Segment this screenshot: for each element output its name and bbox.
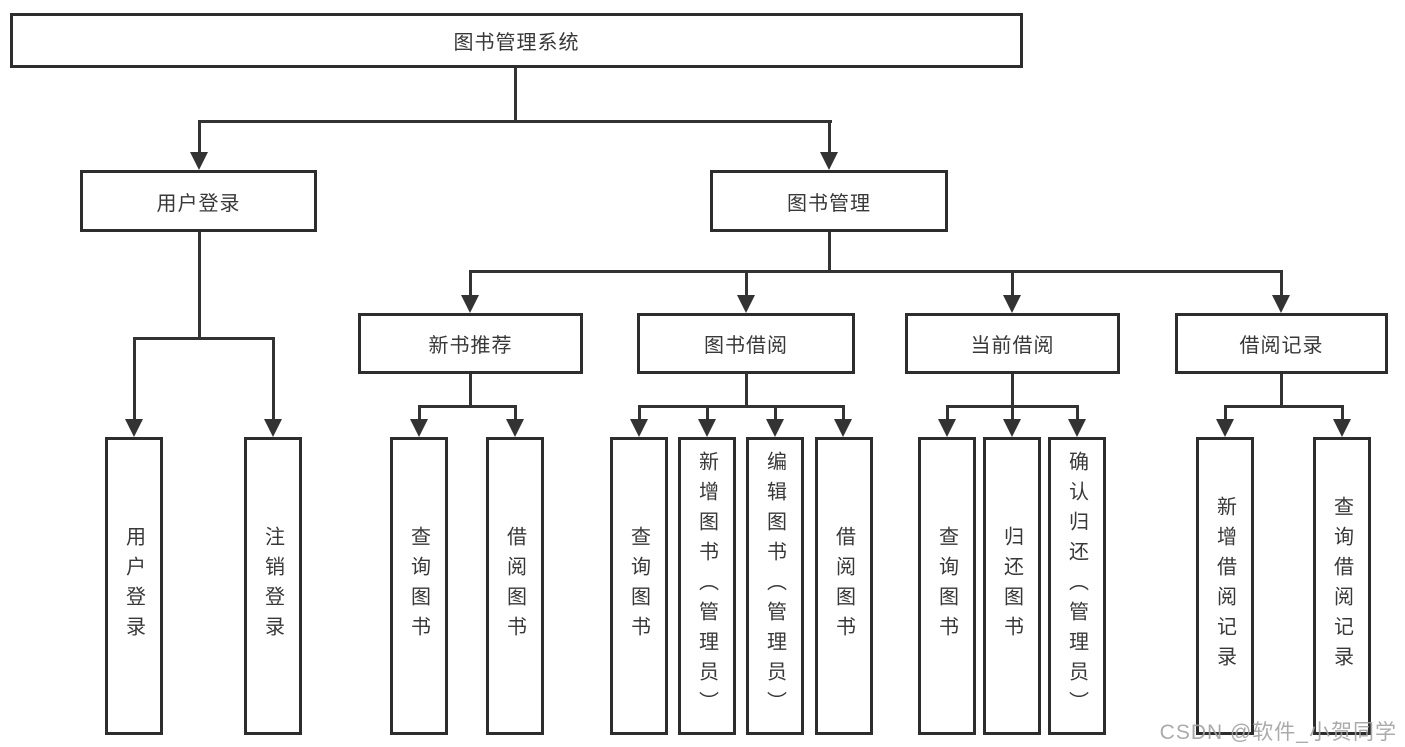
connector-line xyxy=(1011,405,1014,420)
connector-line xyxy=(198,120,201,153)
connector-line xyxy=(1224,405,1342,408)
connector-line xyxy=(638,405,844,408)
leaf-newbook-query-books: 查询图书 xyxy=(390,437,448,735)
connector-line xyxy=(198,120,832,123)
node-user-login: 用户登录 xyxy=(80,170,317,232)
connector-line xyxy=(1280,270,1283,296)
connector-line xyxy=(1011,270,1014,296)
leaf-current-query-books: 查询图书 xyxy=(918,437,976,735)
leaf-newbook-borrow-books: 借阅图书 xyxy=(486,437,544,735)
arrow-down-icon xyxy=(125,419,143,437)
connector-line xyxy=(774,405,777,420)
node-root: 图书管理系统 xyxy=(10,13,1023,68)
leaf-current-confirm-return-admin: 确认归还（管理员） xyxy=(1048,437,1106,735)
arrow-down-icon xyxy=(630,419,648,437)
connector-line xyxy=(828,120,831,153)
arrow-down-icon xyxy=(820,152,838,170)
leaf-records-query-record: 查询借阅记录 xyxy=(1313,437,1371,735)
connector-line xyxy=(133,337,136,420)
arrow-down-icon xyxy=(410,419,428,437)
connector-line xyxy=(514,405,517,420)
connector-line xyxy=(469,374,472,405)
arrow-down-icon xyxy=(1333,419,1351,437)
connector-line xyxy=(272,337,275,420)
connector-line xyxy=(514,68,517,120)
arrow-down-icon xyxy=(766,419,784,437)
node-book-management: 图书管理 xyxy=(710,170,948,232)
arrow-down-icon xyxy=(938,419,956,437)
connector-line xyxy=(706,405,709,420)
leaf-records-add-record: 新增借阅记录 xyxy=(1196,437,1254,735)
node-new-book-recommend: 新书推荐 xyxy=(358,313,583,374)
connector-line xyxy=(469,270,472,296)
arrow-down-icon xyxy=(461,295,479,313)
arrow-down-icon xyxy=(1216,419,1234,437)
arrow-down-icon xyxy=(1003,419,1021,437)
connector-line xyxy=(133,337,275,340)
leaf-borrow-edit-books-admin: 编辑图书（管理员） xyxy=(746,437,804,735)
connector-line xyxy=(745,374,748,405)
connector-line xyxy=(828,232,831,270)
connector-line xyxy=(418,405,517,408)
arrow-down-icon xyxy=(1003,295,1021,313)
connector-line xyxy=(1076,405,1079,420)
leaf-borrow-borrow-books: 借阅图书 xyxy=(815,437,873,735)
connector-line xyxy=(946,405,949,420)
connector-line xyxy=(1341,405,1344,420)
connector-line xyxy=(469,270,1282,273)
arrow-down-icon xyxy=(264,419,282,437)
connector-line xyxy=(198,232,201,337)
arrow-down-icon xyxy=(1068,419,1086,437)
node-current-borrow: 当前借阅 xyxy=(905,313,1120,374)
connector-line xyxy=(418,405,421,420)
arrow-down-icon xyxy=(698,419,716,437)
leaf-borrow-add-books-admin: 新增图书（管理员） xyxy=(678,437,736,735)
leaf-current-return-books: 归还图书 xyxy=(983,437,1041,735)
node-borrow-records: 借阅记录 xyxy=(1175,313,1388,374)
connector-line xyxy=(1280,374,1283,405)
arrow-down-icon xyxy=(834,419,852,437)
connector-line xyxy=(842,405,845,420)
arrow-down-icon xyxy=(1272,295,1290,313)
connector-line xyxy=(638,405,641,420)
connector-line xyxy=(1224,405,1227,420)
leaf-logout: 注销登录 xyxy=(244,437,302,735)
leaf-borrow-query-books: 查询图书 xyxy=(610,437,668,735)
arrow-down-icon xyxy=(737,295,755,313)
watermark-text: CSDN @软件_小贺同学 xyxy=(1159,721,1397,744)
leaf-user-login: 用户登录 xyxy=(105,437,163,735)
node-book-borrow: 图书借阅 xyxy=(637,313,855,374)
connector-line xyxy=(1011,374,1014,405)
arrow-down-icon xyxy=(190,152,208,170)
arrow-down-icon xyxy=(506,419,524,437)
connector-line xyxy=(745,270,748,296)
